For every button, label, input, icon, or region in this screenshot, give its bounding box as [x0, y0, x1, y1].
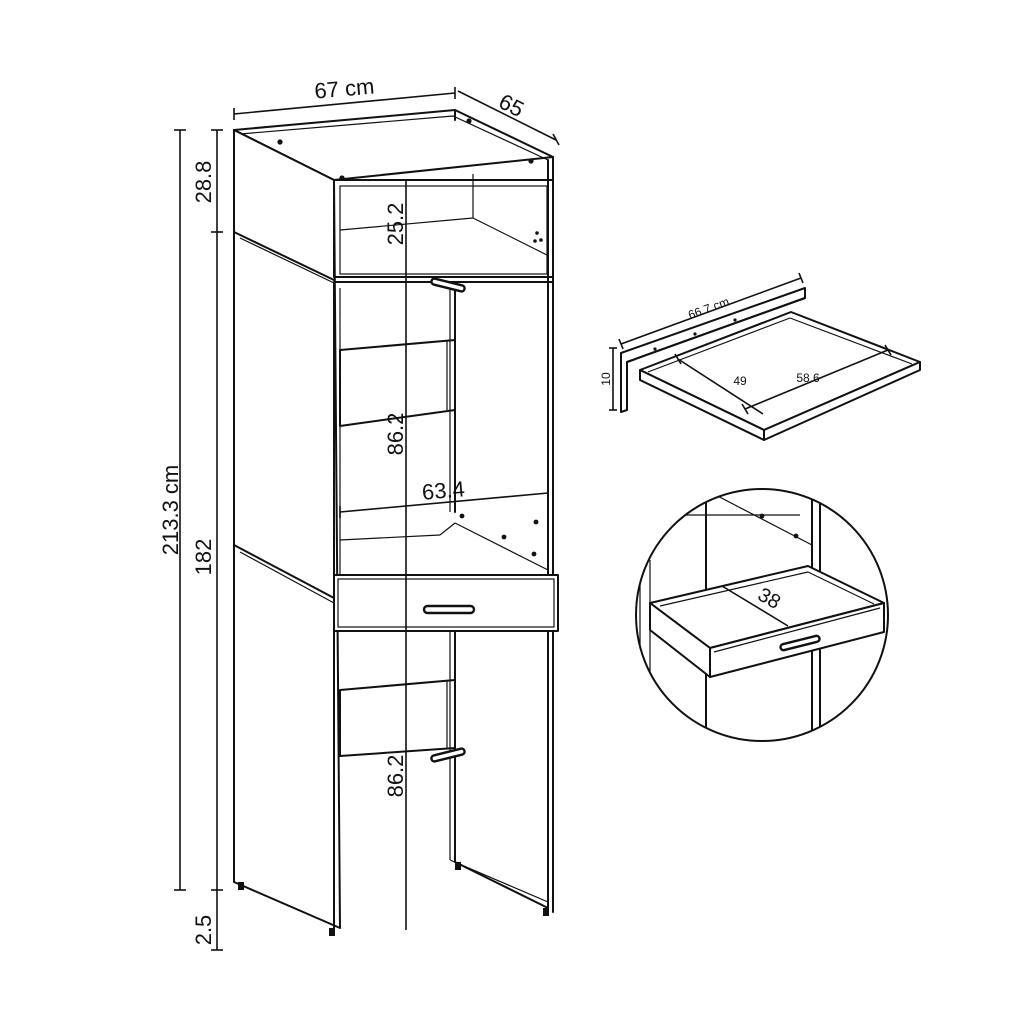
- width-label: 67 cm: [313, 73, 375, 103]
- dimension-lines: [174, 87, 560, 951]
- shelf-inner-depth-full-label: 58.6: [796, 371, 820, 385]
- total-height-label: 213.3 cm: [158, 465, 183, 556]
- body-height-label: 182: [191, 539, 216, 576]
- niche-height-label: 25.2: [383, 203, 408, 246]
- top-section-label: 28.8: [191, 161, 216, 204]
- inner-width-label: 63.4: [421, 476, 466, 505]
- shelf-detail: [609, 272, 921, 441]
- shelf-height-label: 10: [599, 372, 613, 386]
- cabinet-drawing: [233, 109, 559, 936]
- legs-height-label: 2.5: [191, 915, 216, 946]
- depth-label: 65: [495, 89, 528, 122]
- shelf-inner-depth-label: 49: [733, 374, 747, 388]
- upper-door-height-label: 86.2: [383, 413, 408, 456]
- drawer-detail: [635, 488, 889, 742]
- lower-door-height-label: 86.2: [383, 755, 408, 798]
